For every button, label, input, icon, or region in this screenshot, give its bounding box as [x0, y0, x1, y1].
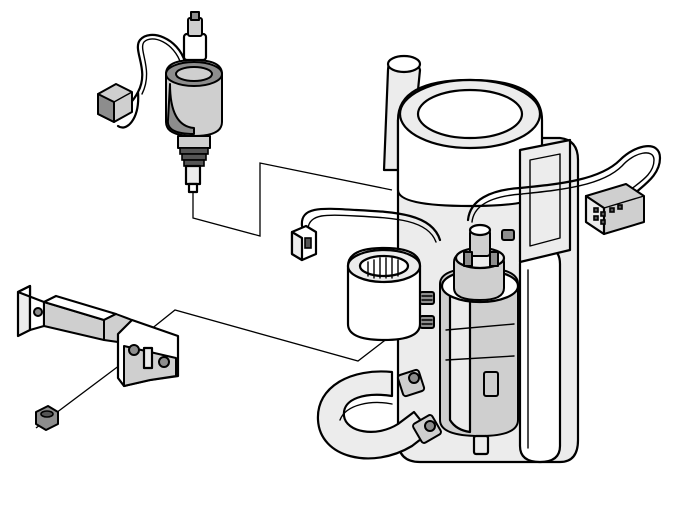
wiring-left [290, 207, 442, 262]
connector-left [290, 224, 318, 262]
pump-hose-lower [316, 370, 432, 460]
nut [35, 405, 59, 431]
studs [419, 229, 515, 329]
leader-valve-to-heater [192, 162, 393, 237]
mounting-bracket [16, 284, 180, 388]
fuel-pump [316, 223, 520, 460]
wire-right [466, 145, 662, 222]
wiring-right [466, 145, 662, 236]
wire-left [300, 207, 442, 242]
solenoid-valve [97, 11, 223, 194]
connector-right [584, 183, 645, 236]
connector-valve [97, 83, 133, 123]
heater-side-panel [518, 244, 562, 464]
